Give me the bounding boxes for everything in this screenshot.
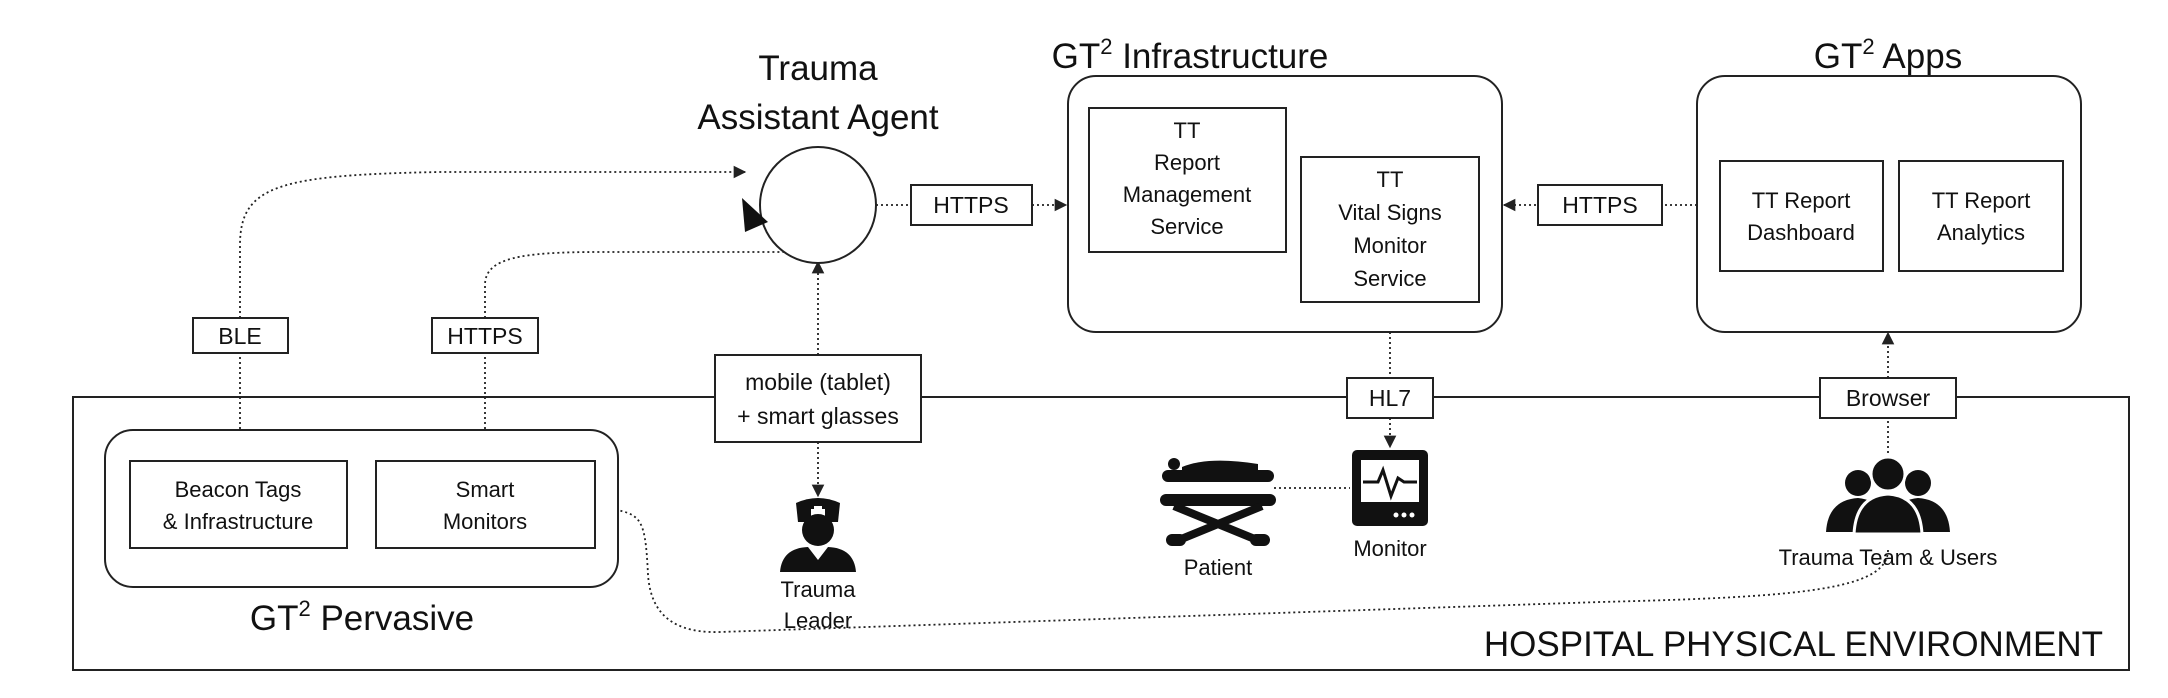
patient-label: Patient [1184,555,1253,580]
svg-text:Monitor: Monitor [1353,233,1426,258]
hl7-label: HL7 [1346,377,1434,419]
mobile-smart-glasses-label: mobile (tablet) + smart glasses [714,354,922,443]
report-management-service: TT Report Management Service [1088,107,1287,253]
svg-text:Service: Service [1353,266,1426,291]
svg-text:Management: Management [1123,182,1251,207]
svg-text:Service: Service [1150,214,1223,239]
monitor-label: Monitor [1353,536,1426,561]
svg-text:Beacon Tags: Beacon Tags [175,477,302,502]
svg-text:+ smart glasses: + smart glasses [737,403,899,429]
svg-text:TT Report: TT Report [1932,188,2031,213]
apps-title: GT2 Apps [1814,34,1962,76]
svg-text:Analytics: Analytics [1937,220,2025,245]
https-agent-link [484,251,785,318]
agent-cycle-arrowhead [742,198,768,232]
report-dashboard: TT Report Dashboard [1719,160,1884,272]
team-label: Trauma Team & Users [1779,545,1998,570]
svg-text:BLE: BLE [218,323,261,349]
nurse-icon [780,498,856,572]
svg-text:TT: TT [1174,118,1201,143]
svg-text:Browser: Browser [1846,385,1931,411]
svg-text:TT Report: TT Report [1752,188,1851,213]
agent-title-line2: Assistant Agent [697,98,939,137]
trauma-leader-line1: Trauma [781,577,857,602]
svg-text:Report: Report [1154,150,1220,175]
people-group-icon [1826,455,1950,536]
vital-signs-monitor-service: TT Vital Signs Monitor Service [1300,156,1480,303]
svg-text:Vital Signs: Vital Signs [1338,200,1442,225]
https-agent-infra-label: HTTPS [910,184,1033,226]
smart-monitors: Smart Monitors [375,460,596,549]
ble-label: BLE [192,317,289,354]
patient-bed-icon [1160,458,1276,546]
report-analytics: TT Report Analytics [1898,160,2064,272]
svg-text:Dashboard: Dashboard [1747,220,1855,245]
svg-text:TT: TT [1377,167,1404,192]
svg-text:mobile (tablet): mobile (tablet) [745,369,891,395]
trauma-leader-line2: Leader [784,608,853,633]
svg-text:HTTPS: HTTPS [1562,192,1637,218]
ble-agent-link [239,165,747,318]
svg-text:HTTPS: HTTPS [933,192,1008,218]
https-apps-infra-label: HTTPS [1537,184,1663,226]
pervasive-title: GT2 Pervasive [250,596,474,638]
infrastructure-title: GT2 Infrastructure [1052,34,1329,76]
svg-text:& Infrastructure: & Infrastructure [163,509,313,534]
svg-text:HTTPS: HTTPS [447,323,522,349]
svg-text:HL7: HL7 [1369,385,1411,411]
https-monitors-label: HTTPS [431,317,539,354]
svg-text:Monitors: Monitors [443,509,527,534]
svg-text:Smart: Smart [456,477,515,502]
hospital-environment-frame [72,396,2130,671]
environment-label: HOSPITAL PHYSICAL ENVIRONMENT [1484,625,2103,664]
monitor-icon [1352,450,1428,526]
agent-title-line1: Trauma [758,49,878,88]
agent-cycle-icon [759,146,877,264]
browser-label: Browser [1819,377,1957,419]
beacon-tags-infrastructure: Beacon Tags & Infrastructure [129,460,348,549]
team-monitors-link [596,502,1889,633]
